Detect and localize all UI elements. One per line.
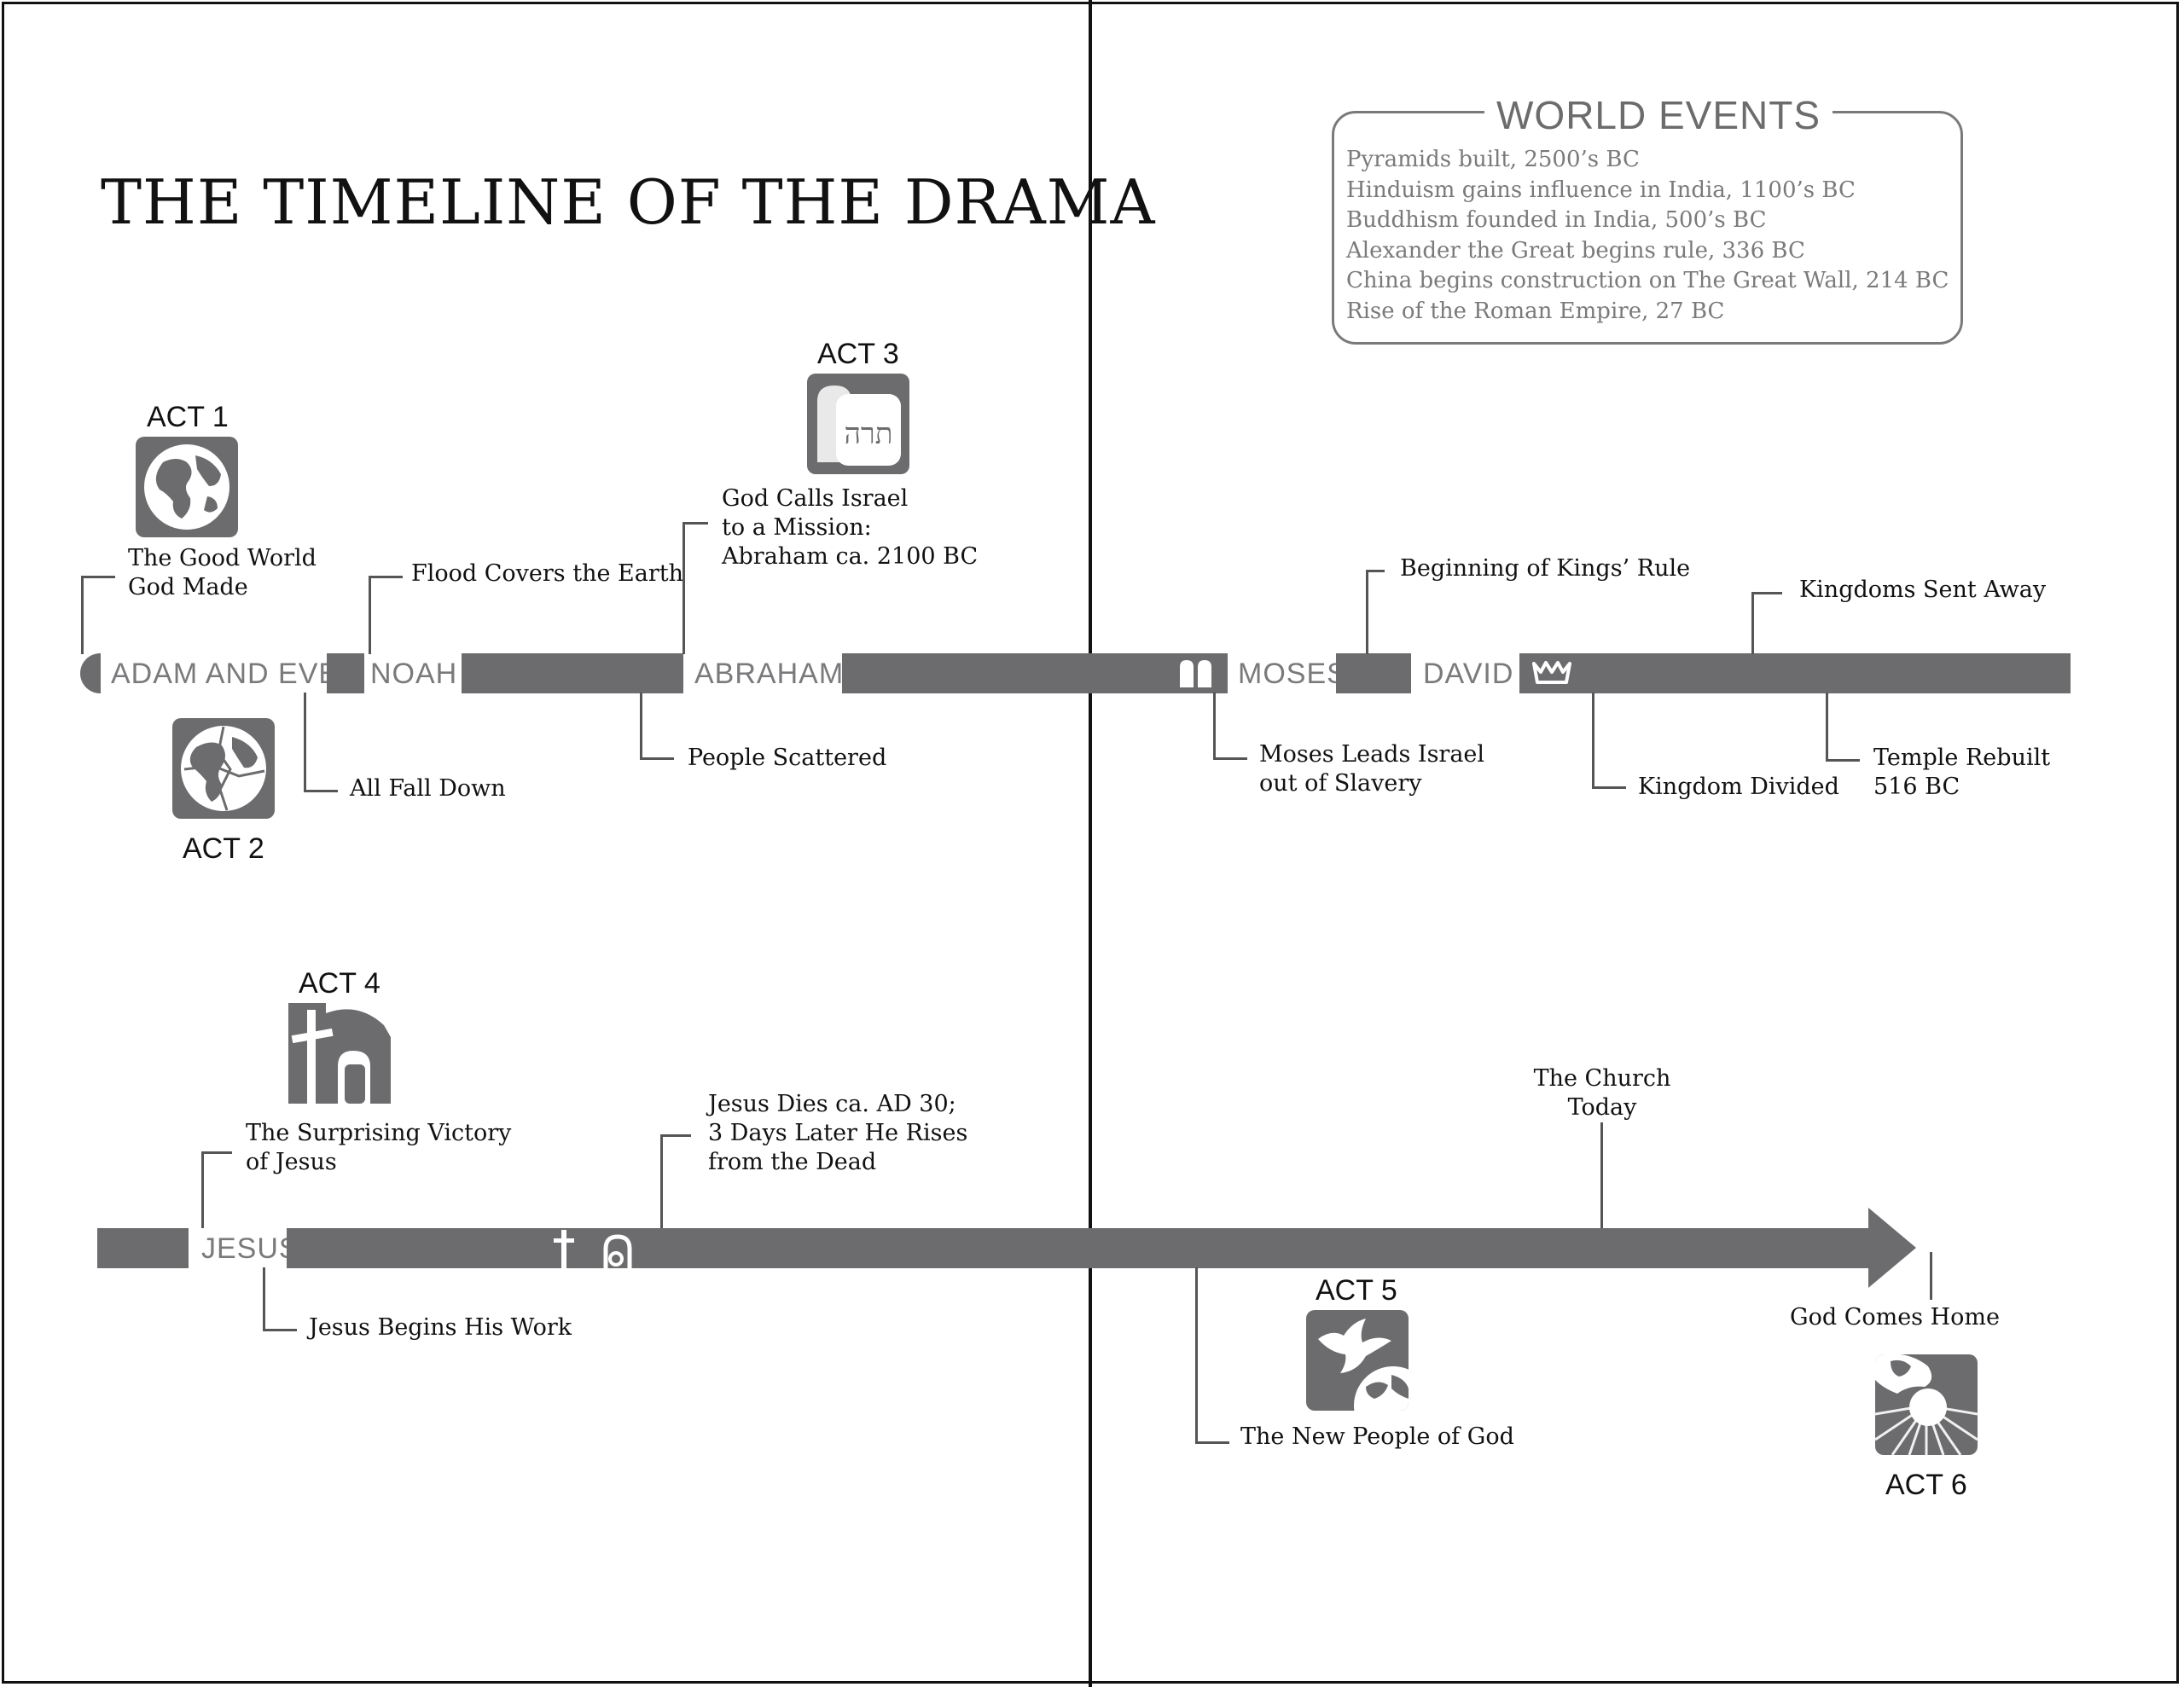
leader-line xyxy=(1826,759,1860,762)
leader-line xyxy=(1826,693,1828,761)
event-kingdoms-sent-away: Kingdoms Sent Away xyxy=(1799,577,2047,603)
leader-line xyxy=(640,757,674,760)
leader-line xyxy=(81,576,115,578)
leader-line xyxy=(682,522,708,525)
timeline-bar xyxy=(1336,653,1411,693)
event-new-people: The New People of God xyxy=(1240,1423,1514,1450)
radiant-globe-icon xyxy=(1875,1354,1978,1455)
world-event-item: China begins construction on The Great W… xyxy=(1346,268,1949,293)
world-events-list: Pyramids built, 2500’s BC Hinduism gains… xyxy=(1346,145,1949,327)
crown-icon xyxy=(1532,660,1571,686)
leader-line xyxy=(1213,693,1216,759)
segment-label-adam-and-eve: ADAM AND EVE xyxy=(111,658,340,690)
timeline-bar xyxy=(842,653,1228,693)
timeline-bar xyxy=(462,653,683,693)
timeline-arrowhead xyxy=(1868,1208,1916,1288)
act-4-label: ACT 4 xyxy=(299,967,380,1000)
leader-line xyxy=(304,790,338,792)
world-event-item: Pyramids built, 2500’s BC xyxy=(1346,147,1640,172)
leader-line xyxy=(1213,757,1247,760)
event-temple-rebuilt: Temple Rebuilt 516 BC xyxy=(1873,745,2051,800)
segment-label-abraham: ABRAHAM xyxy=(694,658,845,690)
event-jesus-dies: Jesus Dies ca. AD 30; 3 Days Later He Ri… xyxy=(708,1091,968,1175)
act-3-label: ACT 3 xyxy=(817,338,899,370)
leader-line xyxy=(1366,570,1385,572)
leader-line xyxy=(263,1329,297,1331)
act-1-label: ACT 1 xyxy=(147,401,229,433)
segment-label-moses: MOSES xyxy=(1238,658,1347,690)
stone-tablets-icon xyxy=(1177,658,1215,689)
world-event-item: Alexander the Great begins rule, 336 BC xyxy=(1346,237,1805,264)
leader-line xyxy=(201,1151,232,1154)
event-church-today: The Church Today xyxy=(1533,1065,1671,1121)
event-good-world: The Good World God Made xyxy=(128,545,317,600)
leader-line xyxy=(1930,1252,1932,1300)
empty-tomb-icon xyxy=(602,1233,633,1268)
segment-label-jesus: JESUS xyxy=(201,1232,299,1265)
leader-line xyxy=(660,1134,691,1137)
event-god-calls-israel: God Calls Israel to a Mission: Abraham c… xyxy=(722,485,979,570)
act-6-label: ACT 6 xyxy=(1885,1469,1967,1501)
event-flood: Flood Covers the Earth xyxy=(411,560,683,587)
leader-line xyxy=(660,1134,663,1228)
leader-line xyxy=(1195,1267,1198,1443)
timeline-bar xyxy=(287,1228,1891,1268)
event-kings-rule: Beginning of Kings’ Rule xyxy=(1400,555,1691,582)
leader-line xyxy=(1592,786,1626,789)
leader-line xyxy=(640,693,642,759)
timeline-bar xyxy=(1519,653,2071,693)
segment-label-noah: NOAH xyxy=(370,658,458,690)
segment-label-david: DAVID xyxy=(1423,658,1514,690)
leader-line xyxy=(1366,570,1368,654)
leader-line xyxy=(369,576,403,578)
event-jesus-begins: Jesus Begins His Work xyxy=(309,1314,572,1341)
page-spine-divider xyxy=(1089,0,1092,1687)
world-event-item: Rise of the Roman Empire, 27 BC xyxy=(1346,298,1725,324)
leader-line xyxy=(682,522,685,654)
torah-tablet-icon: תרה xyxy=(807,374,909,474)
world-event-item: Hinduism gains influence in India, 1100’… xyxy=(1346,177,1856,203)
leader-line xyxy=(81,576,84,654)
leader-line xyxy=(263,1267,265,1330)
leader-line xyxy=(304,693,306,791)
leader-line xyxy=(201,1151,204,1228)
leader-line xyxy=(1751,592,1782,594)
event-god-comes-home: God Comes Home xyxy=(1790,1304,2001,1330)
dove-and-globe-icon xyxy=(1306,1310,1409,1411)
leader-line xyxy=(1592,693,1594,788)
act-5-label: ACT 5 xyxy=(1316,1274,1397,1307)
cross-icon xyxy=(551,1228,577,1268)
event-kingdom-divided: Kingdom Divided xyxy=(1638,774,1839,800)
event-surprising-victory: The Surprising Victory of Jesus xyxy=(246,1120,512,1175)
timeline-bar xyxy=(97,1228,189,1268)
leader-line xyxy=(369,576,371,654)
svg-text:תרה: תרה xyxy=(845,417,893,451)
broken-globe-icon xyxy=(172,718,275,819)
timeline-bar xyxy=(327,653,364,693)
cross-and-tomb-icon xyxy=(288,1003,391,1104)
event-moses-leads: Moses Leads Israel out of Slavery xyxy=(1259,741,1485,797)
globe-icon xyxy=(136,437,238,537)
world-event-item: Buddhism founded in India, 500’s BC xyxy=(1346,207,1767,233)
act-2-label: ACT 2 xyxy=(183,832,264,865)
page-title: THE TIMELINE OF THE DRAMA xyxy=(101,166,1156,238)
leader-line xyxy=(1600,1122,1603,1228)
leader-line xyxy=(1751,592,1754,654)
leader-line xyxy=(1195,1441,1229,1444)
event-all-fall-down: All Fall Down xyxy=(350,775,506,802)
event-people-scattered: People Scattered xyxy=(688,745,887,771)
world-events-heading: WORLD EVENTS xyxy=(1484,92,1833,138)
